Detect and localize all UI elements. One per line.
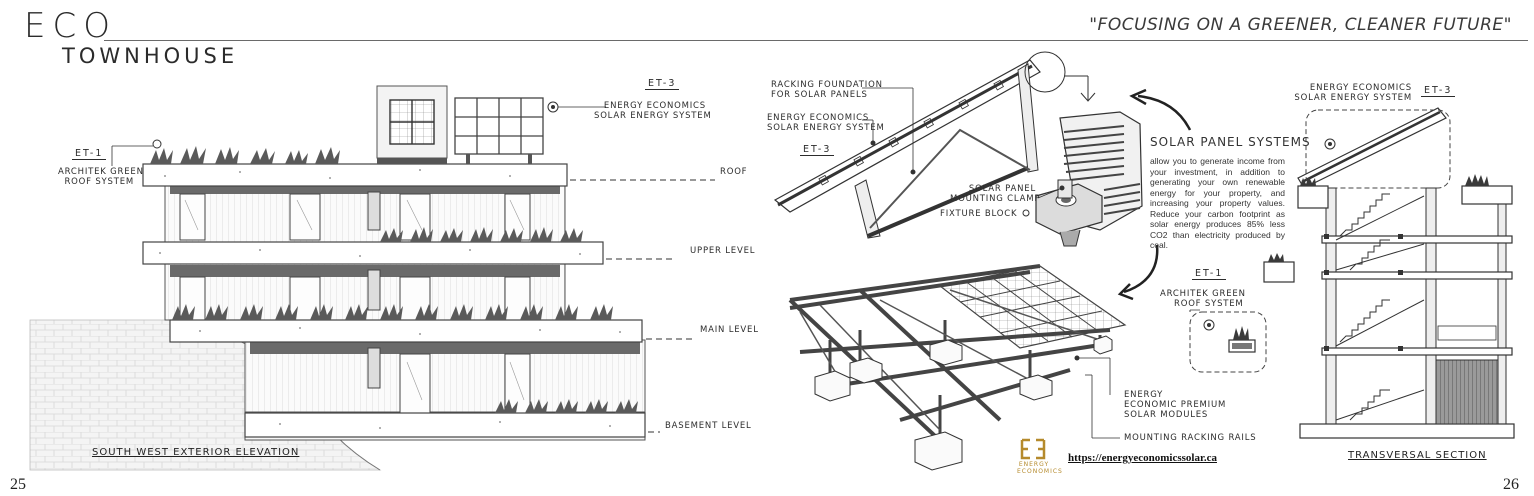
level-main: MAIN LEVEL — [700, 325, 759, 335]
green-roof-callout-line1: ARCHITEK GREEN — [58, 167, 144, 177]
section-et3-tag: ET-3 — [1421, 85, 1456, 97]
solar-panel-text: allow you to generate income from your i… — [1150, 156, 1285, 250]
logo-text-line2: ECONOMICS — [1017, 468, 1063, 475]
solar-small-callout: ENERGY ECONOMICS SOLAR ENERGY SYSTEM — [767, 113, 885, 133]
section-solar-callout: ENERGY ECONOMICS SOLAR ENERGY SYSTEM — [1282, 83, 1412, 103]
green-roof-callout: ARCHITEK GREEN ROOF SYSTEM — [58, 167, 144, 187]
green-roof-detail-callout: ARCHITEK GREEN ROOF SYSTEM — [1160, 289, 1246, 309]
section-solar-line2: SOLAR ENERGY SYSTEM — [1294, 93, 1412, 103]
document-subtitle: TOWNHOUSE — [62, 44, 239, 68]
et1-tag: ET-1 — [72, 148, 107, 160]
green-roof-detail-line2: ROOF SYSTEM — [1174, 299, 1244, 309]
green-roof-callout-line2: ROOF SYSTEM — [64, 177, 134, 187]
green-roof-detail — [1189, 309, 1267, 373]
solar-array-drawing — [788, 264, 1127, 471]
level-basement: BASEMENT LEVEL — [665, 421, 752, 431]
racking-callout-line2: FOR SOLAR PANELS — [771, 90, 868, 100]
rails-callout: MOUNTING RACKING RAILS — [1124, 433, 1257, 443]
page-number-left: 25 — [10, 476, 26, 493]
level-roof: ROOF — [720, 167, 748, 177]
website-link[interactable]: https://energyeconomicssolar.ca — [1068, 452, 1217, 464]
modules-callout: ENERGY ECONOMIC PREMIUM SOLAR MODULES — [1124, 390, 1226, 420]
header-rule — [104, 40, 1528, 41]
south-west-elevation-drawing — [29, 85, 715, 471]
solar-small-callout-line1: ENERGY ECONOMICS — [767, 113, 870, 123]
clamp-callout-line2: MOUNTING CLAMP — [950, 194, 1041, 204]
logo-text-line1: ENERGY — [1018, 461, 1050, 468]
modules-callout-line3: SOLAR MODULES — [1124, 410, 1209, 420]
clamp-callout: SOLAR PANEL MOUNTING CLAMP — [950, 184, 1041, 204]
slogan: "FOCUSING ON A GREENER, CLEANER FUTURE" — [1089, 15, 1512, 35]
document-title: ECO — [24, 6, 117, 46]
green-roof-et1-tag: ET-1 — [1192, 268, 1227, 280]
section-caption: TRANSVERSAL SECTION — [1348, 450, 1487, 461]
elevation-caption: SOUTH WEST EXTERIOR ELEVATION — [92, 447, 300, 458]
et3-tag: ET-3 — [645, 78, 680, 90]
transversal-section-drawing — [1263, 107, 1515, 439]
clamp-callout-line1: SOLAR PANEL — [968, 184, 1036, 194]
level-upper: UPPER LEVEL — [690, 246, 756, 256]
modules-callout-line1: ENERGY — [1124, 390, 1164, 400]
racking-callout-line1: RACKING FOUNDATION — [771, 80, 883, 90]
fixture-callout: FIXTURE BLOCK — [940, 209, 1018, 219]
green-roof-detail-line1: ARCHITEK GREEN — [1160, 289, 1246, 299]
racking-detail-drawing — [773, 51, 1192, 301]
solar-callout: ENERGY ECONOMICS SOLAR ENERGY SYSTEM — [594, 101, 712, 121]
racking-et3-tag: ET-3 — [800, 144, 835, 156]
energy-economics-logo-text: ENERGY ECONOMICS — [1017, 461, 1063, 475]
modules-callout-line2: ECONOMIC PREMIUM — [1124, 400, 1227, 410]
solar-callout-line1: ENERGY ECONOMICS — [603, 101, 706, 111]
section-solar-line1: ENERGY ECONOMICS — [1309, 83, 1412, 93]
racking-callout: RACKING FOUNDATION FOR SOLAR PANELS — [771, 80, 883, 100]
solar-callout-line2: SOLAR ENERGY SYSTEM — [594, 111, 712, 121]
page-number-right: 26 — [1503, 476, 1519, 493]
solar-panel-title: SOLAR PANEL SYSTEMS — [1150, 135, 1311, 149]
solar-small-callout-line2: SOLAR ENERGY SYSTEM — [767, 123, 885, 133]
energy-economics-logo-mark — [1020, 438, 1046, 460]
